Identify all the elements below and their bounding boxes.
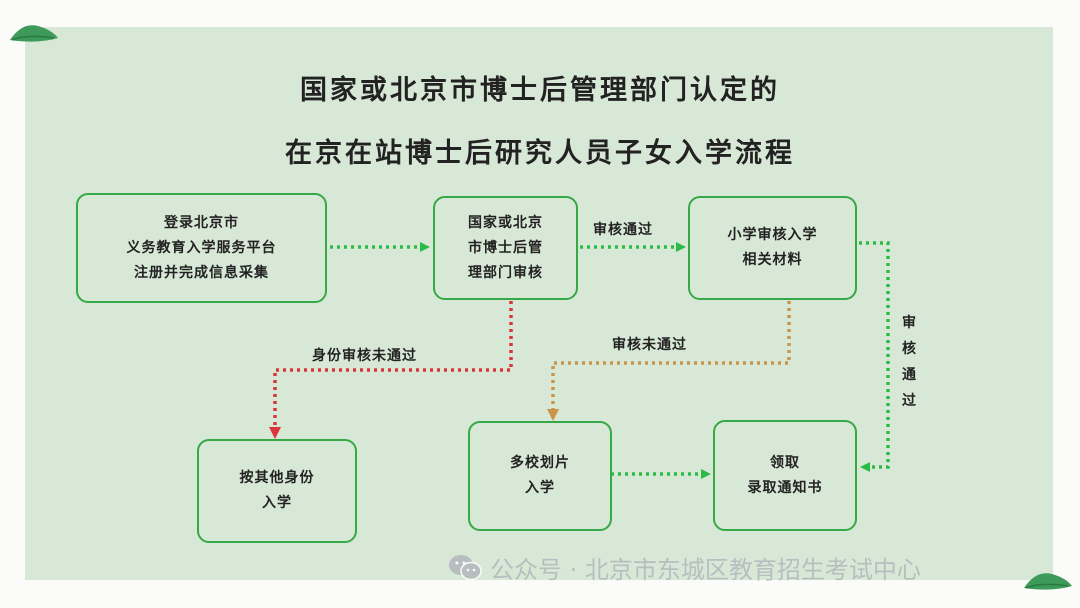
node-other-identity-line2: 入学 xyxy=(262,495,292,511)
arrow-school-to-multi xyxy=(547,301,791,421)
vertical-char-2: 核 xyxy=(902,341,916,357)
vertical-char-3: 通 xyxy=(902,367,916,383)
node-register-line3: 注册并完成信息采集 xyxy=(134,264,269,281)
node-notice-line2: 录取通知书 xyxy=(747,479,823,496)
node-dept-review-line3: 理部门审核 xyxy=(468,264,543,281)
node-dept-review-line2: 市博士后管 xyxy=(468,239,543,256)
watermark-text: 公众号 · 北京市东城区教育招生考试中心 xyxy=(490,556,921,584)
node-school-review-line2: 相关材料 xyxy=(742,252,803,268)
node-other-identity-line1: 按其他身份 xyxy=(239,470,315,486)
node-dept-review: 国家或北京 市博士后管 理部门审核 xyxy=(433,196,578,300)
node-multi-school: 多校划片 入学 xyxy=(468,421,612,531)
node-school-review: 小学审核入学 相关材料 xyxy=(688,196,857,300)
edge-label-review-fail: 审核未通过 xyxy=(612,337,687,353)
diagram-title-line1: 国家或北京市博士后管理部门认定的 xyxy=(300,75,780,106)
leaf-decoration-top-left xyxy=(10,25,58,42)
node-register-line2: 义务教育入学服务平台 xyxy=(126,239,277,256)
node-notice-line1: 领取 xyxy=(770,454,800,471)
node-multi-school-line1: 多校划片 xyxy=(510,455,570,471)
leaf-decoration-bottom-right xyxy=(1024,573,1072,590)
edge-label-review-pass-vertical: 审 核 通 过 xyxy=(902,310,916,414)
node-dept-review-line1: 国家或北京 xyxy=(468,214,543,231)
wechat-icon xyxy=(449,554,482,580)
node-register: 登录北京市 义务教育入学服务平台 注册并完成信息采集 xyxy=(76,193,327,303)
node-school-review-line1: 小学审核入学 xyxy=(727,227,818,243)
node-other-identity: 按其他身份 入学 xyxy=(197,439,357,543)
node-register-line1: 登录北京市 xyxy=(164,214,239,231)
vertical-char-1: 审 xyxy=(902,315,916,331)
node-multi-school-line2: 入学 xyxy=(525,480,555,496)
edge-label-review-pass: 审核通过 xyxy=(593,222,653,238)
edge-label-identity-fail: 身份审核未通过 xyxy=(312,348,417,364)
arrow-dept-to-other xyxy=(269,301,513,439)
vertical-char-4: 过 xyxy=(902,393,916,409)
node-notice: 领取 录取通知书 xyxy=(713,420,857,531)
watermark: 公众号 · 北京市东城区教育招生考试中心 xyxy=(448,550,921,585)
diagram-title-line2: 在京在站博士后研究人员子女入学流程 xyxy=(285,138,795,169)
arrow-school-to-notice xyxy=(859,241,890,472)
